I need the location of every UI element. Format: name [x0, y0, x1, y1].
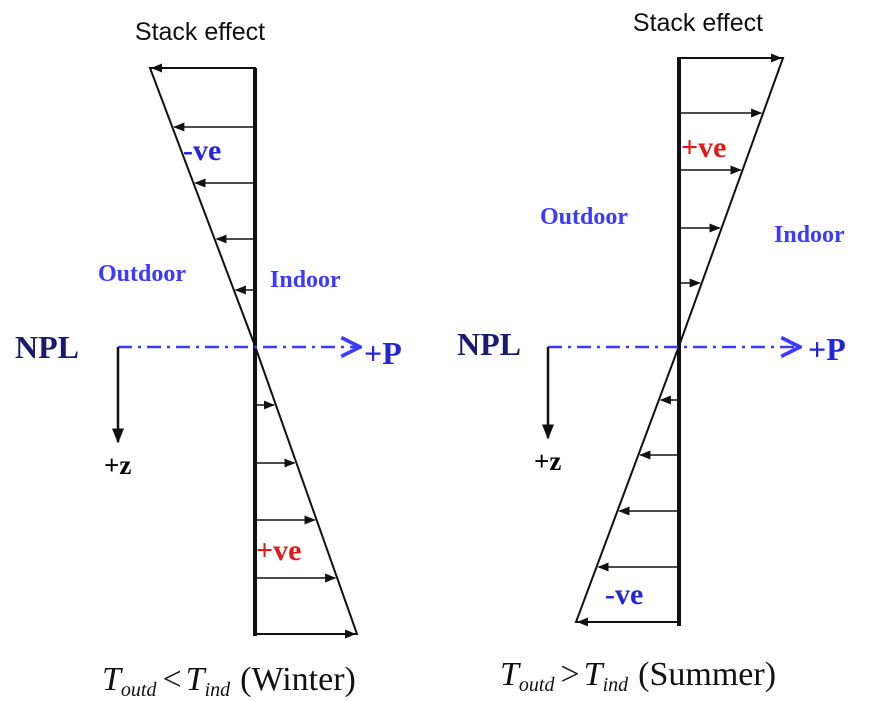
winter-title: Stack effect: [135, 18, 265, 46]
summer-top-sign: +ve: [681, 131, 726, 164]
winter-z-label: +z: [104, 450, 131, 480]
summer-caption-t1: T: [500, 656, 521, 693]
winter-caption-t2: T: [186, 661, 207, 698]
summer-bottom-sign: -ve: [605, 578, 643, 611]
summer-pressure-arrows: [576, 53, 783, 627]
winter-bottom-triangle: [254, 345, 359, 635]
winter-pressure-arrows: [150, 63, 357, 639]
winter-caption: Toutd<Tind(Winter): [102, 661, 356, 701]
summer-z-label: +z: [534, 446, 561, 476]
winter-caption-sub2: ind: [205, 679, 232, 701]
winter-caption-t1: T: [102, 661, 123, 698]
winter-top-triangle: [148, 67, 256, 347]
winter-caption-season: (Winter): [240, 661, 356, 698]
summer-caption-sub2: ind: [603, 674, 630, 696]
summer-panel: Stack effect NPL +P +z +ve -ve Outdoor I…: [457, 9, 846, 696]
summer-indoor-label: Indoor: [774, 222, 845, 248]
summer-p-label: +P: [808, 331, 846, 367]
summer-caption-op: >: [560, 656, 579, 693]
summer-caption-t2: T: [584, 656, 605, 693]
summer-npl-label: NPL: [457, 326, 521, 362]
summer-caption: Toutd>Tind(Summer): [500, 656, 776, 696]
winter-indoor-label: Indoor: [270, 267, 341, 293]
winter-bottom-sign: +ve: [256, 534, 301, 567]
summer-caption-season: (Summer): [638, 656, 776, 693]
summer-title: Stack effect: [633, 9, 763, 37]
winter-panel: Stack effect NPL +P +z -ve +ve Outdoor I…: [15, 18, 402, 701]
winter-npl-label: NPL: [15, 329, 79, 365]
winter-caption-op: <: [162, 661, 181, 698]
winter-caption-sub1: outd: [121, 679, 158, 701]
summer-top-triangle: [678, 57, 785, 347]
winter-p-label: +P: [364, 335, 402, 371]
winter-outdoor-label: Outdoor: [98, 261, 186, 287]
winter-top-sign: -ve: [183, 134, 221, 167]
summer-caption-sub1: outd: [519, 674, 556, 696]
summer-outdoor-label: Outdoor: [540, 204, 628, 230]
